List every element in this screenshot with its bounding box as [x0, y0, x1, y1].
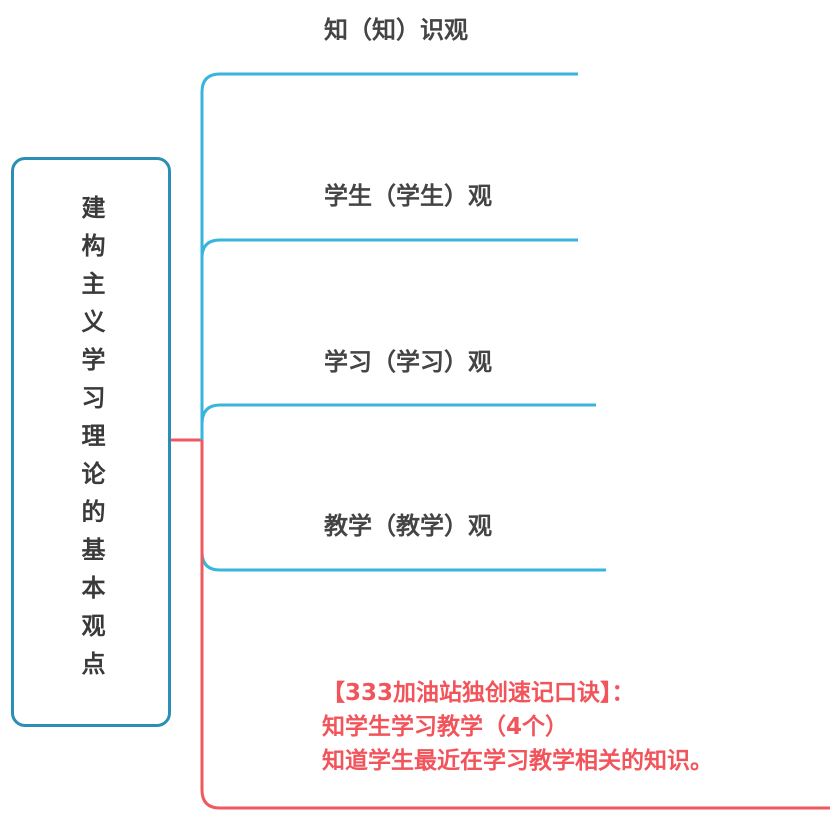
mnemonic-note-line-2: 知学生学习教学（4个）: [322, 714, 569, 740]
mnemonic-note-line-3: 知道学生最近在学习教学相关的知识。: [322, 748, 713, 774]
branch-4-line: [200, 551, 606, 572]
branch-label-teaching-view: 教学（教学）观: [324, 512, 492, 540]
root-title: 建构主义学习理论的基本观点: [77, 195, 105, 689]
note-branch-line: [200, 440, 830, 810]
branch-2-line: [200, 238, 578, 259]
branch-label-knowledge-view: 知（知）识观: [324, 16, 468, 44]
branch-1-line: [200, 72, 578, 93]
mnemonic-note-title: 【333加油站独创速记口诀】：: [322, 680, 635, 706]
branch-3-line: [200, 403, 596, 425]
branch-label-learning-view: 学习（学习）观: [324, 348, 492, 376]
root-node: 建构主义学习理论的基本观点: [11, 157, 171, 727]
mnemonic-note: 【333加油站独创速记口诀】： 知学生学习教学（4个） 知道学生最近在学习教学相…: [322, 676, 713, 778]
branch-label-student-view: 学生（学生）观: [324, 182, 492, 210]
